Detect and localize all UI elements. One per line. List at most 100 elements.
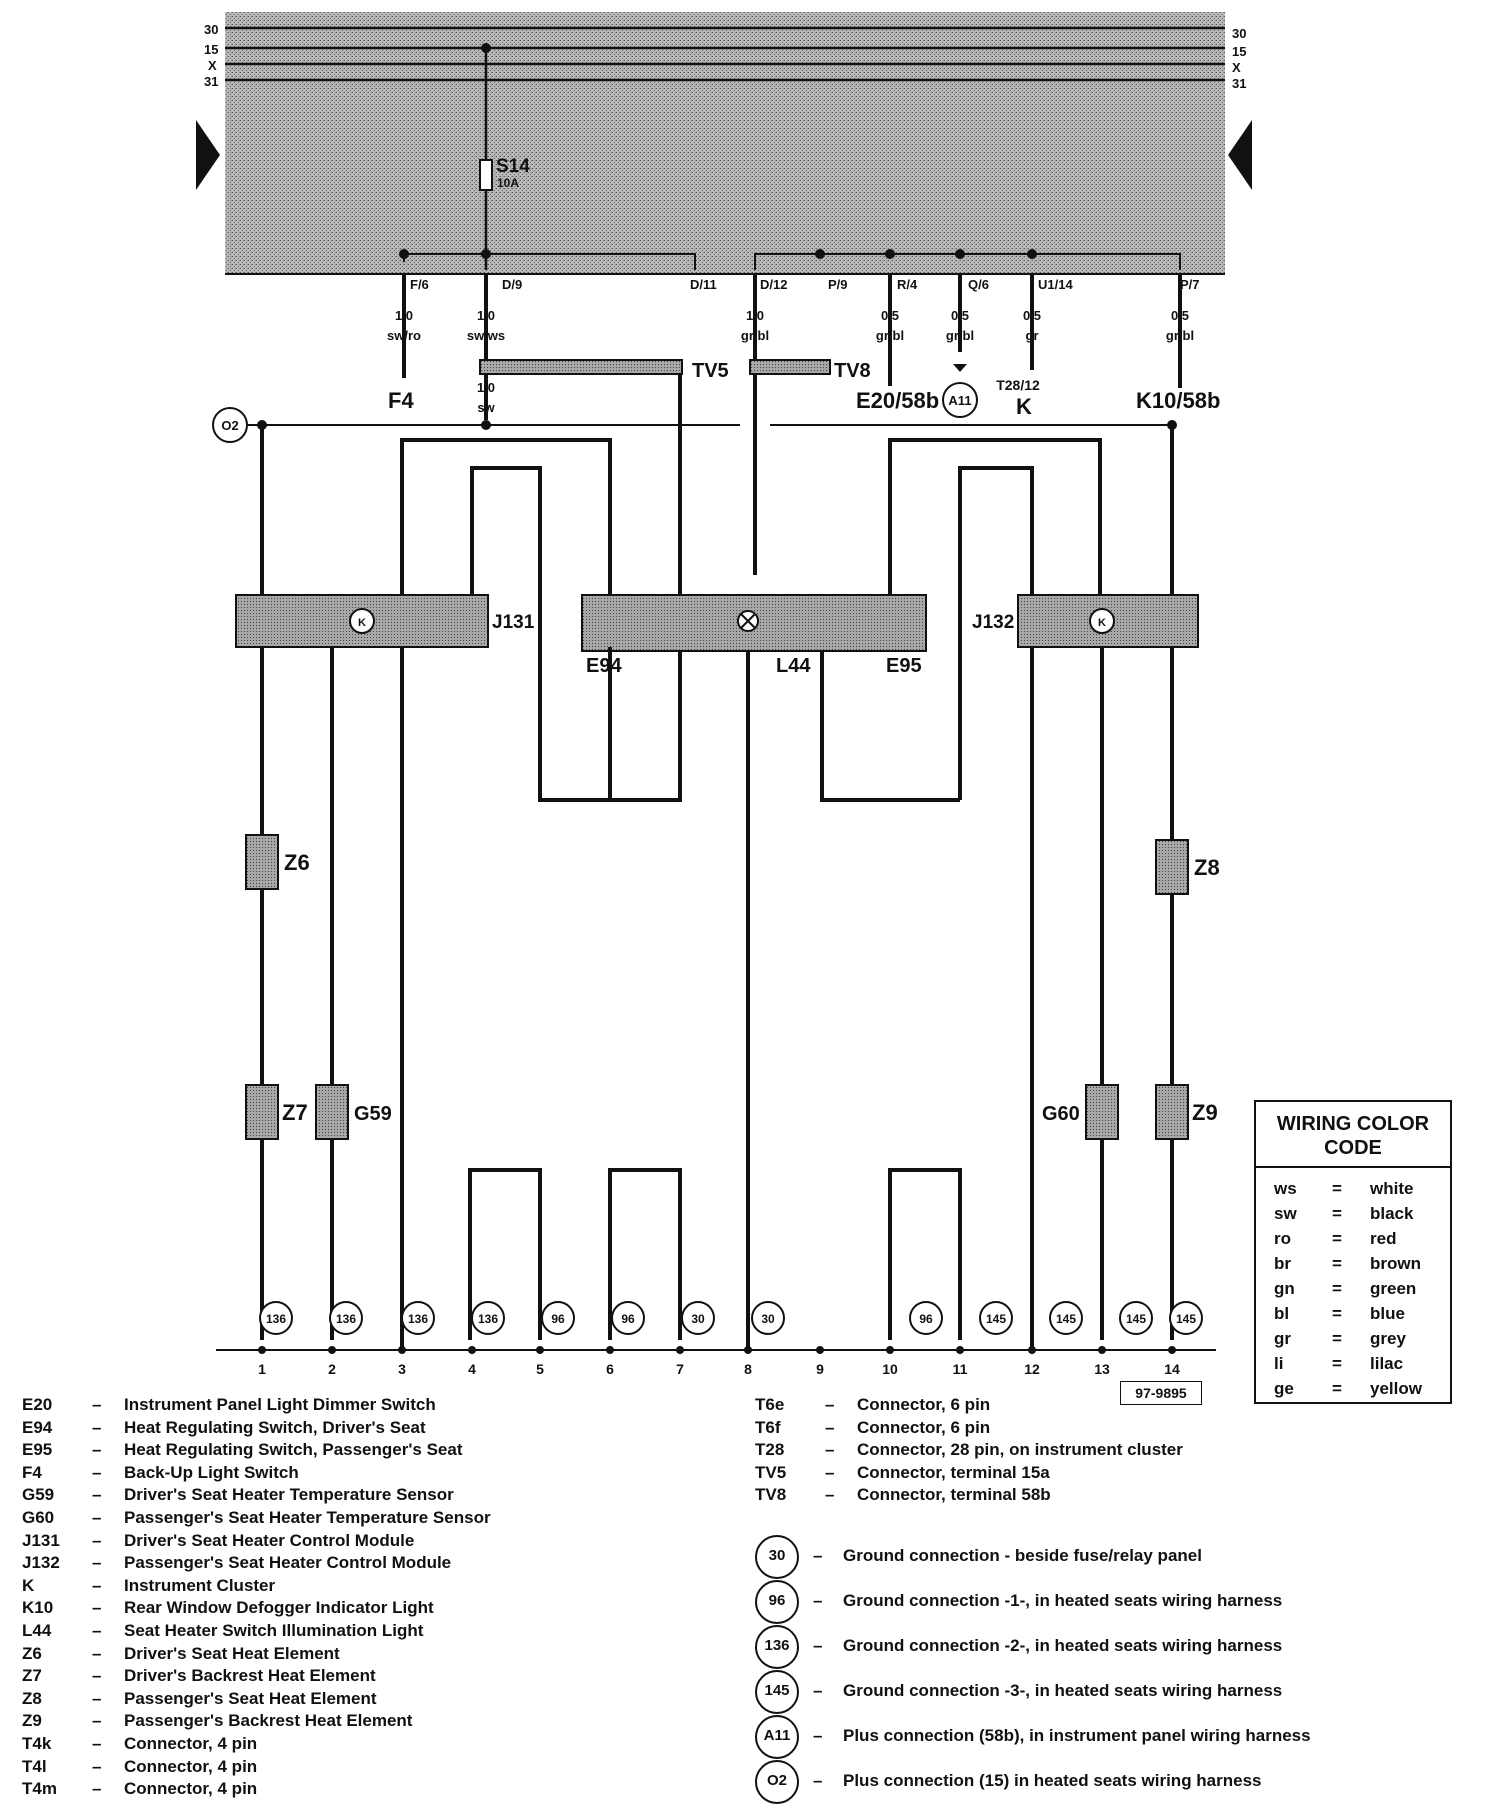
legend-code: O2 <box>755 1759 799 1804</box>
ground-circle <box>751 1301 785 1335</box>
legend-row: T6f–Connector, 6 pin <box>755 1417 1183 1440</box>
legend-row: T4l–Connector, 4 pin <box>22 1756 491 1779</box>
legend-desc: Passenger's Seat Heat Element <box>124 1688 377 1708</box>
top-wire-labels: 1,0 sw/ro 1,0 sw/ws 1,0 gr/bl 0,5 gr/bl … <box>387 308 1194 343</box>
legend-row: G60–Passenger's Seat Heater Temperature … <box>22 1507 491 1530</box>
legend-dash: – <box>92 1417 102 1437</box>
bus-label-15: 15 <box>204 42 218 57</box>
fuse-relay-panel <box>225 12 1225 275</box>
legend-desc: Driver's Backrest Heat Element <box>124 1666 376 1686</box>
ground-circle <box>1049 1301 1083 1335</box>
switch-block-e94-l44-e95: E94 L44 E95 <box>581 594 927 677</box>
o2-plus-line: O2 1,0 sw <box>212 380 1177 443</box>
position-number: 13 <box>1094 1361 1110 1377</box>
wire-q6-size: 0,5 <box>951 308 969 323</box>
legend-desc: Seat Heater Switch Illumination Light <box>124 1620 424 1640</box>
position-number: 11 <box>953 1361 968 1377</box>
legend-code: T4k <box>22 1733 52 1753</box>
color-code-eq: = <box>1332 1253 1342 1273</box>
color-code-eq: = <box>1332 1378 1342 1398</box>
legend-code: A11 <box>755 1714 799 1759</box>
wire-q6-color: gr/bl <box>946 328 974 343</box>
position-number: 4 <box>468 1361 476 1377</box>
legend-row: F4–Back-Up Light Switch <box>22 1462 491 1485</box>
legend-code: TV5 <box>755 1462 787 1482</box>
color-code-code: sw <box>1274 1203 1297 1223</box>
legend-row: 96–Ground connection -1-, in heated seat… <box>755 1579 1311 1624</box>
legend-dash: – <box>813 1546 823 1566</box>
conn-u114: U1/14 <box>1038 277 1073 292</box>
wire-u114-size: 0,5 <box>1023 308 1041 323</box>
bus-labels-right: 30 15 X 31 <box>1232 26 1246 91</box>
ground-junction <box>816 1346 824 1354</box>
module-feed-wires <box>260 374 1174 800</box>
z8-label: Z8 <box>1194 855 1220 880</box>
component-legend-left: E20–Instrument Panel Light Dimmer Switch… <box>22 1394 491 1801</box>
panel-connector-labels: F/6 D/9 D/11 D/12 P/9 R/4 Q/6 U1/14 P/7 <box>410 277 1200 292</box>
ground-junction <box>606 1346 614 1354</box>
ground-label: 145 <box>1176 1312 1196 1326</box>
position-number: 2 <box>328 1361 336 1377</box>
legend-dash: – <box>92 1530 102 1550</box>
ground-junction <box>1098 1346 1106 1354</box>
wire-p7-size: 0,5 <box>1171 308 1189 323</box>
e94-label: E94 <box>586 655 622 677</box>
ground-label: 136 <box>266 1312 286 1326</box>
tv8-label: TV8 <box>834 360 871 382</box>
legend-dash: – <box>92 1507 102 1527</box>
lower-wires <box>260 647 1174 1350</box>
legend-row: K10–Rear Window Defogger Indicator Light <box>22 1597 491 1620</box>
legend-desc: Connector, 6 pin <box>857 1417 991 1437</box>
legend-desc: Driver's Seat Heater Control Module <box>124 1530 415 1550</box>
legend-dash: – <box>92 1575 102 1595</box>
g59-label: G59 <box>354 1103 392 1125</box>
heater-elements: Z6 Z7 G59 Z8 Z9 G60 <box>245 834 1220 1140</box>
legend-desc: Ground connection -1-, in heated seats w… <box>843 1591 1283 1611</box>
legend-dash: – <box>825 1440 835 1460</box>
wire-u114-color: gr <box>1026 328 1039 343</box>
continuation-arrow-left <box>196 120 220 190</box>
legend-code: 145 <box>755 1669 799 1714</box>
conn-d9: D/9 <box>502 277 522 292</box>
legend-code: E20 <box>22 1395 53 1414</box>
color-code-row: ws=white <box>1256 1176 1450 1201</box>
color-code-name: grey <box>1370 1328 1406 1348</box>
j132-label: J132 <box>972 612 1014 633</box>
color-code-row: gn=green <box>1256 1276 1450 1301</box>
color-code-eq: = <box>1332 1353 1342 1373</box>
t28-label: T28/12 <box>996 377 1040 393</box>
ground-label: 145 <box>986 1312 1006 1326</box>
ground-connection-legend: 30–Ground connection - beside fuse/relay… <box>755 1534 1311 1804</box>
legend-row: TV8–Connector, terminal 58b <box>755 1484 1183 1507</box>
fuse-rating: 10A <box>497 176 519 190</box>
legend-row: A11–Plus connection (58b), in instrument… <box>755 1714 1311 1759</box>
ground-junction <box>1028 1346 1036 1354</box>
color-code-eq: = <box>1332 1328 1342 1348</box>
ground-label: 145 <box>1056 1312 1076 1326</box>
ground-label: 96 <box>919 1312 933 1326</box>
legend-desc: Ground connection - beside fuse/relay pa… <box>843 1546 1202 1566</box>
legend-desc: Ground connection -3-, in heated seats w… <box>843 1681 1283 1701</box>
bus-label-30-right: 30 <box>1232 26 1246 41</box>
legend-code: Z8 <box>22 1688 42 1708</box>
legend-desc: Driver's Seat Heat Element <box>124 1643 340 1663</box>
legend-desc: Passenger's Seat Heater Control Module <box>124 1553 452 1573</box>
legend-desc: Plus connection (58b), in instrument pan… <box>843 1726 1311 1746</box>
legend-code: 30 <box>755 1534 799 1579</box>
color-code-eq: = <box>1332 1203 1342 1223</box>
color-code-code: gn <box>1274 1278 1295 1298</box>
continuation-arrow-right <box>1228 120 1252 190</box>
legend-code: Z7 <box>22 1666 42 1686</box>
legend-code: E94 <box>22 1417 53 1437</box>
legend-dash: – <box>92 1643 102 1663</box>
e95-label: E95 <box>886 655 922 677</box>
legend-code: T6e <box>755 1395 785 1414</box>
tv5-label: TV5 <box>692 360 729 382</box>
legend-dash: – <box>92 1553 102 1573</box>
z7-label: Z7 <box>282 1100 308 1125</box>
position-number: 12 <box>1024 1361 1040 1377</box>
color-code-code: bl <box>1274 1303 1290 1323</box>
ground-label: 96 <box>551 1312 565 1326</box>
color-code-row: ro=red <box>1256 1226 1450 1251</box>
